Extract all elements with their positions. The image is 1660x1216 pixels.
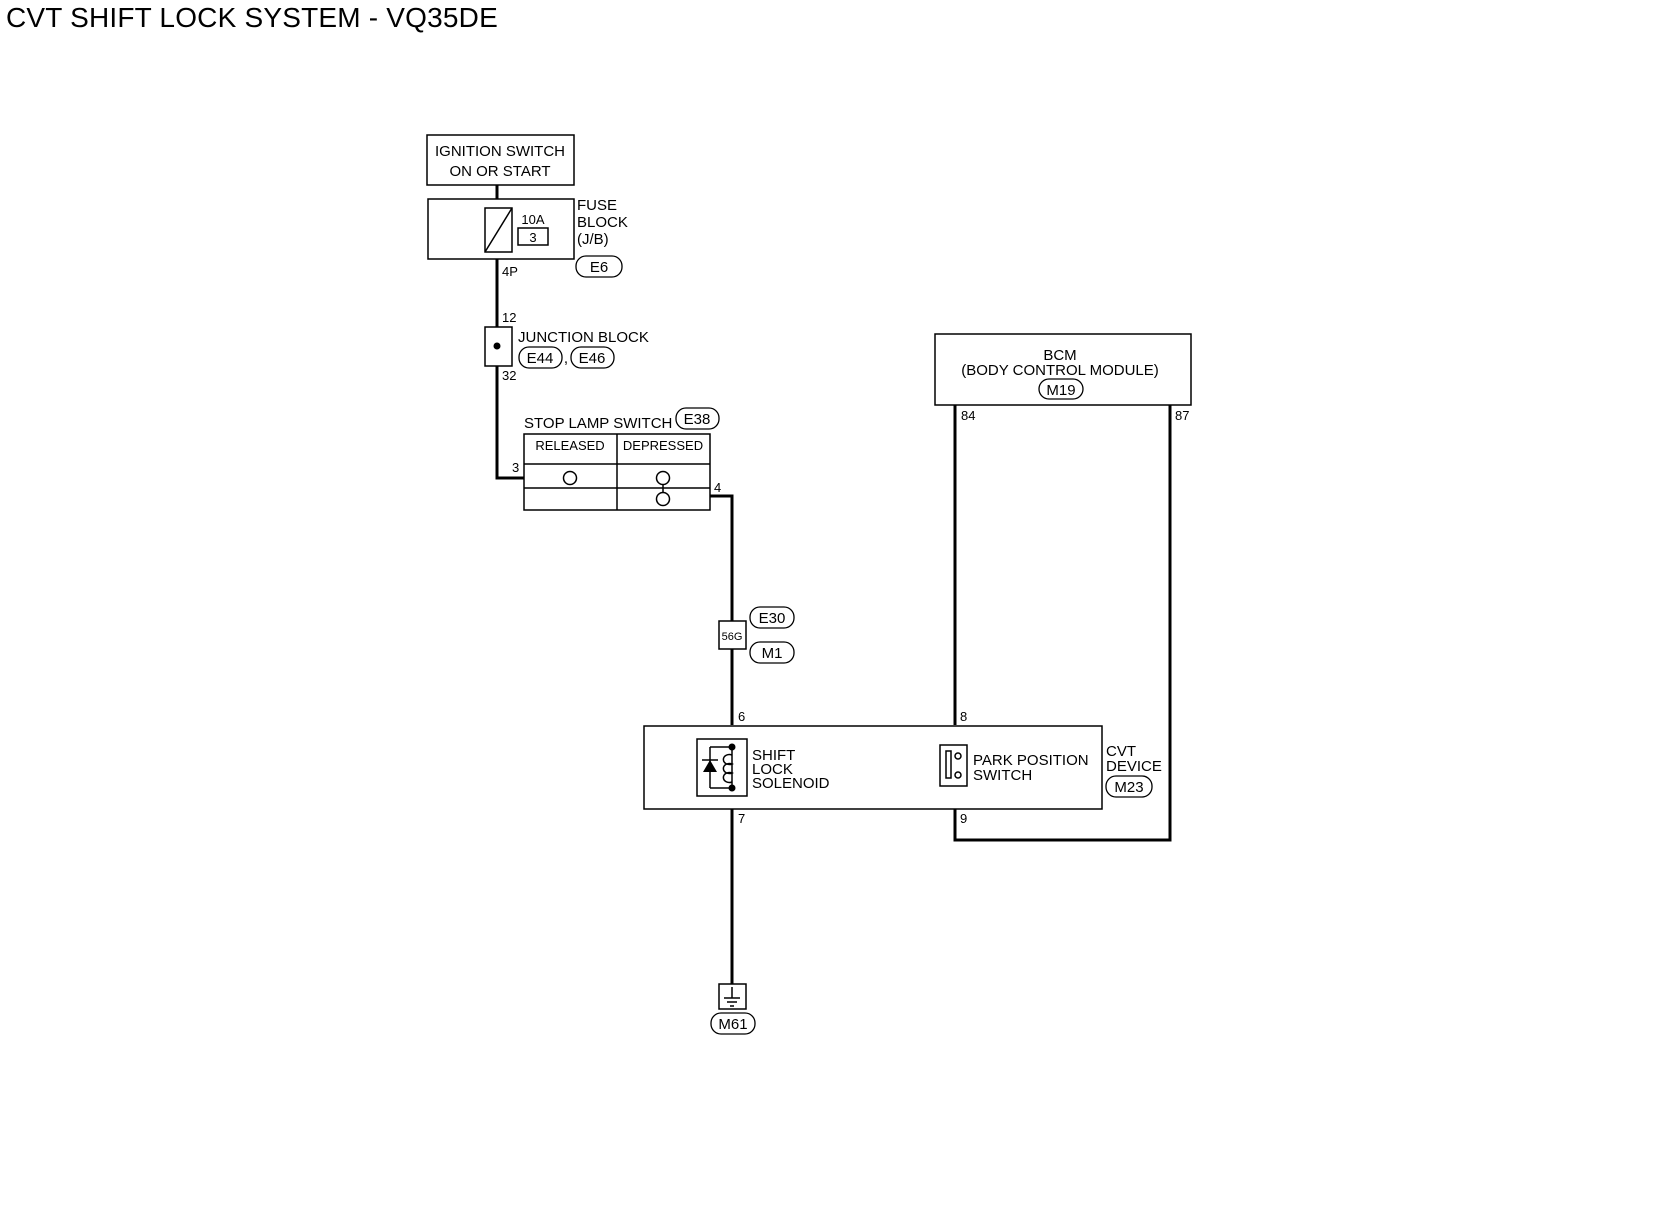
bcm-label: BCM bbox=[1043, 347, 1076, 364]
harness-connector-bottom: M1 bbox=[762, 645, 783, 662]
wire-park-switch-to-bcm bbox=[953, 404, 1172, 842]
ignition-switch-label: IGNITION SWITCH bbox=[435, 143, 565, 160]
harness-connector-badge-bottom bbox=[749, 641, 795, 664]
wire-stop-lamp-to-connector bbox=[710, 494, 734, 621]
bcm-connector-badge bbox=[1038, 378, 1084, 400]
ignition-switch-state: ON OR START bbox=[449, 163, 550, 180]
park-position-switch: PARK POSITION SWITCH bbox=[939, 744, 1089, 787]
stop-lamp-pin-out: 4 bbox=[714, 480, 721, 495]
junction-connector-1: E44 bbox=[527, 350, 554, 367]
bcm-pin-left: 84 bbox=[961, 408, 975, 423]
wire-junction-to-stop-lamp bbox=[495, 366, 524, 480]
junction-pin-out: 32 bbox=[502, 368, 516, 383]
junction-block-label: JUNCTION BLOCK bbox=[518, 329, 649, 346]
fuse-block-label: FUSE bbox=[577, 197, 617, 214]
stop-lamp-switch: STOP LAMP SWITCH E38 RELEASED DEPRESSED … bbox=[512, 407, 721, 511]
page-title: CVT SHIFT LOCK SYSTEM - VQ35DE bbox=[6, 2, 498, 33]
wires bbox=[495, 184, 1172, 984]
cvt-device-label-2: DEVICE bbox=[1106, 758, 1162, 775]
ground-connector: M61 bbox=[718, 1016, 747, 1033]
bcm: BCM (BODY CONTROL MODULE) M19 84 87 bbox=[934, 333, 1192, 423]
stop-lamp-connector-badge bbox=[675, 407, 720, 430]
ignition-switch: IGNITION SWITCH ON OR START bbox=[426, 134, 575, 186]
bcm-fullname: (BODY CONTROL MODULE) bbox=[961, 362, 1159, 379]
released-contact-icon bbox=[562, 470, 578, 486]
cvt-pin-solenoid-in: 6 bbox=[738, 709, 745, 724]
park-switch-label-2: SWITCH bbox=[973, 767, 1032, 784]
harness-connector: 56G E30 M1 bbox=[718, 606, 795, 664]
stop-lamp-col-released: RELEASED bbox=[535, 438, 604, 453]
fuse-block-label-3: (J/B) bbox=[577, 231, 609, 248]
fuse-icon bbox=[484, 207, 513, 253]
fuse-block-label-2: BLOCK bbox=[577, 214, 628, 231]
depressed-contact-bottom-icon bbox=[655, 491, 671, 507]
diode-icon bbox=[703, 760, 717, 772]
fuse-amperage: 10A bbox=[521, 212, 544, 227]
junction-node bbox=[493, 342, 501, 350]
harness-connector-top: E30 bbox=[759, 610, 786, 627]
stop-lamp-col-depressed: DEPRESSED bbox=[623, 438, 703, 453]
cvt-connector: M23 bbox=[1114, 779, 1143, 796]
fuse-block-connector: E6 bbox=[590, 259, 608, 276]
fuse-block: 10A 3 FUSE BLOCK (J/B) E6 4P bbox=[427, 197, 628, 279]
junction-connector-badge-1 bbox=[518, 346, 563, 369]
cvt-device: 6 7 8 9 CVT DEVICE M23 SHIFT LOCK SOLENO… bbox=[643, 709, 1162, 826]
junction-pin-in: 12 bbox=[502, 310, 516, 325]
fuse-block-pin: 4P bbox=[502, 264, 518, 279]
junction-connector-2: E46 bbox=[579, 350, 606, 367]
stop-lamp-connector: E38 bbox=[684, 411, 711, 428]
bcm-connector: M19 bbox=[1046, 382, 1075, 399]
fuse-number-box bbox=[517, 227, 549, 246]
fuse-number: 3 bbox=[529, 230, 536, 245]
solenoid-label-1: SHIFT bbox=[752, 747, 795, 764]
bcm-pin-right: 87 bbox=[1175, 408, 1189, 423]
stop-lamp-pin-in: 3 bbox=[512, 460, 519, 475]
fuse-block-connector-badge bbox=[575, 255, 623, 278]
junction-connector-separator: , bbox=[564, 350, 568, 367]
harness-connector-badge-top bbox=[749, 606, 795, 629]
ground: M61 bbox=[710, 983, 756, 1035]
cvt-device-label: CVT bbox=[1106, 743, 1136, 760]
harness-connector-pin: 56G bbox=[722, 631, 743, 643]
park-switch-label-1: PARK POSITION bbox=[973, 752, 1089, 769]
solenoid-label-2: LOCK bbox=[752, 761, 793, 778]
cvt-pin-solenoid-out: 7 bbox=[738, 811, 745, 826]
solenoid-label-3: SOLENOID bbox=[752, 775, 830, 792]
shift-lock-solenoid: SHIFT LOCK SOLENOID bbox=[696, 738, 830, 797]
coil-icon bbox=[722, 753, 735, 784]
cvt-pin-switch-out: 9 bbox=[960, 811, 967, 826]
park-switch-contact-top-icon bbox=[954, 752, 962, 760]
park-switch-contact-bottom-icon bbox=[954, 771, 962, 779]
stop-lamp-switch-label: STOP LAMP SWITCH bbox=[524, 415, 672, 432]
cvt-connector-badge bbox=[1105, 775, 1153, 798]
cvt-pin-switch-in: 8 bbox=[960, 709, 967, 724]
junction-block: 12 32 JUNCTION BLOCK E44 , E46 bbox=[484, 310, 649, 383]
ground-connector-badge bbox=[710, 1012, 756, 1035]
junction-connector-badge-2 bbox=[570, 346, 615, 369]
